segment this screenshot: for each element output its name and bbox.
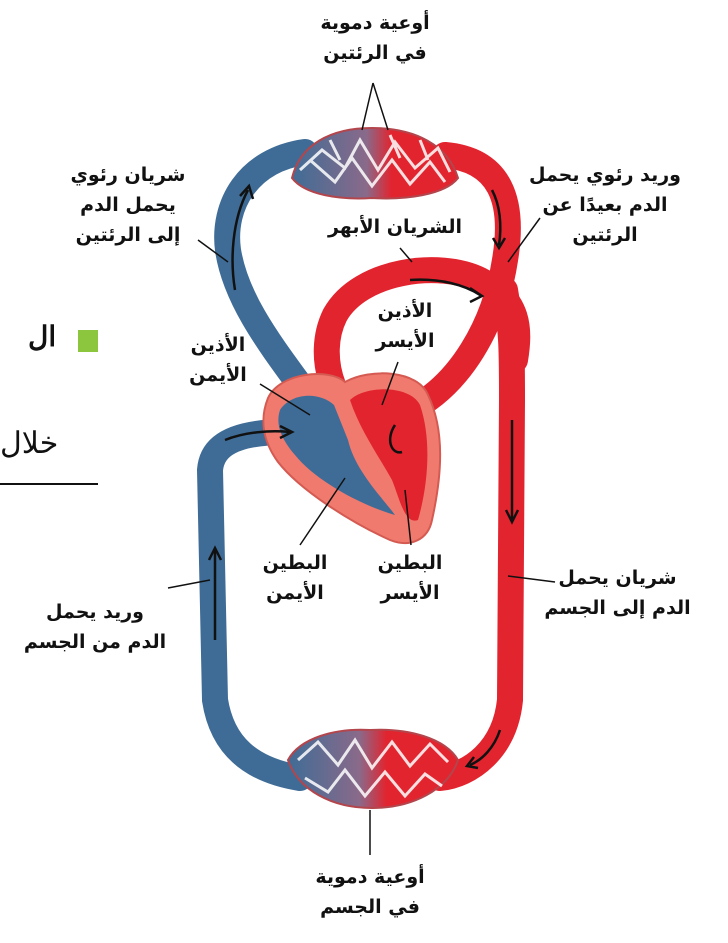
label-body-vein: وريد يحمل الدم من الجسم <box>10 597 180 657</box>
heart <box>263 373 440 543</box>
label-body-vessels: أوعية دموية في الجسم <box>295 862 445 922</box>
side-heading-fragment: ال <box>28 320 56 353</box>
label-pulmonary-vein: وريد رئوي يحمل الدم بعيدًا عن الرئتين <box>505 160 705 250</box>
body-capillary-bed <box>288 730 458 808</box>
lung-capillary-bed <box>292 128 458 198</box>
side-marker <box>78 330 98 352</box>
side-body-fragment: خلال <box>0 426 58 461</box>
label-right-ventricle: البطين الأيمن <box>245 548 345 608</box>
label-left-atrium: الأذين الأيسر <box>350 296 460 356</box>
leader-lung-vessels <box>362 83 388 130</box>
label-left-ventricle: البطين الأيسر <box>360 548 460 608</box>
label-body-artery: شريان يحمل الدم إلى الجسم <box>520 563 715 623</box>
label-lung-vessels: أوعية دموية في الرئتين <box>300 8 450 68</box>
label-pulmonary-artery: شريان رئوي يحمل الدم إلى الرئتين <box>48 160 208 250</box>
label-aorta: الشريان الأبهر <box>315 212 475 242</box>
label-right-atrium: الأذين الأيمن <box>168 330 268 390</box>
